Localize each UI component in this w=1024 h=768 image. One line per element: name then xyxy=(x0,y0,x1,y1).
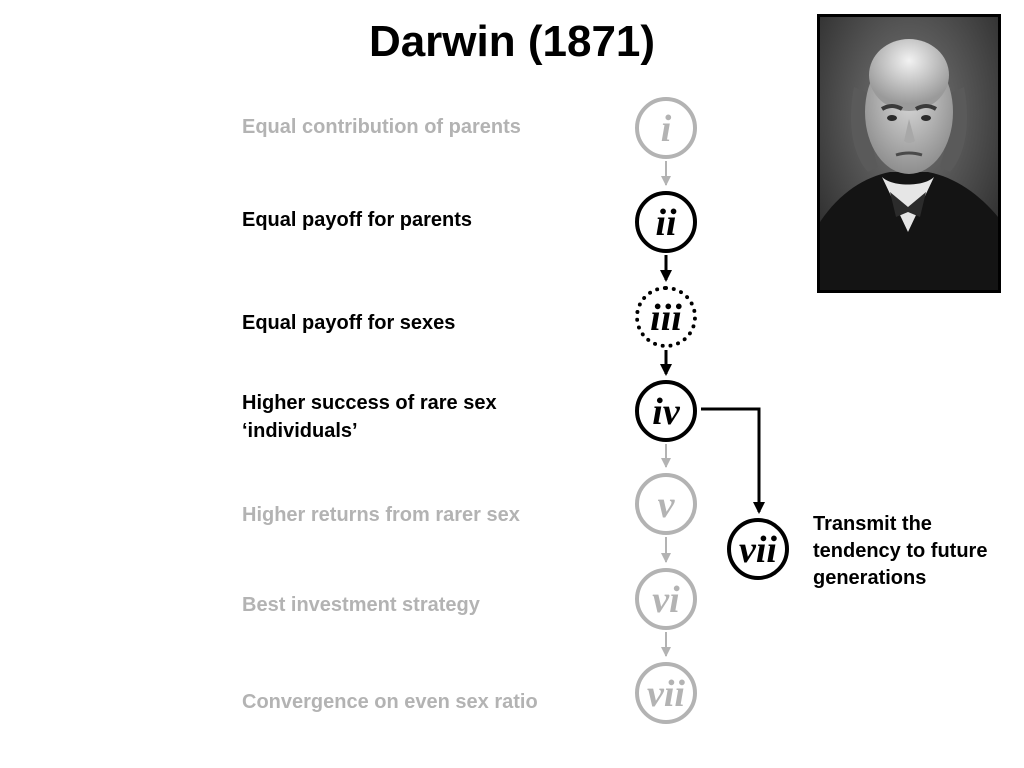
step-node-ii: ii xyxy=(635,191,697,253)
step-numeral-i: i xyxy=(660,108,672,150)
arrow-iv-to-branch xyxy=(701,407,765,514)
step-label-iii: Equal payoff for sexes xyxy=(242,312,456,334)
portrait-illustration xyxy=(820,17,998,290)
step-label-vi: Best investment strategy xyxy=(242,594,480,616)
portrait-photo xyxy=(817,14,1001,293)
step-numeral-vi: vi xyxy=(652,579,680,621)
step-label-v: Higher returns from rarer sex xyxy=(242,504,520,526)
step-node-i: i xyxy=(635,97,697,159)
branch-label: Transmit the tendency to future generati… xyxy=(813,513,988,589)
step-node-iv: iv xyxy=(635,380,697,442)
step-label-iv: Higher success of rare sex ‘individuals’ xyxy=(242,392,497,442)
step-label-i: Equal contribution of parents xyxy=(242,116,521,138)
step-numeral-iii: iii xyxy=(650,297,682,339)
step-node-v: v xyxy=(635,473,697,535)
step-label-ii: Equal payoff for parents xyxy=(242,209,473,231)
step-numeral-iv: iv xyxy=(652,391,680,433)
step-node-iii: iii xyxy=(635,286,697,348)
slide-title: Darwin (1871) xyxy=(368,17,656,66)
step-numeral-vii: vii xyxy=(647,673,685,715)
step-numeral-ii: ii xyxy=(655,202,677,244)
step-node-vi: vi xyxy=(635,568,697,630)
step-numeral-v: v xyxy=(657,484,675,526)
step-node-vii: vii xyxy=(635,662,697,724)
branch-node-vii: vii xyxy=(727,518,789,580)
branch-numeral: vii xyxy=(739,529,777,571)
step-label-vii: Convergence on even sex ratio xyxy=(242,691,538,713)
